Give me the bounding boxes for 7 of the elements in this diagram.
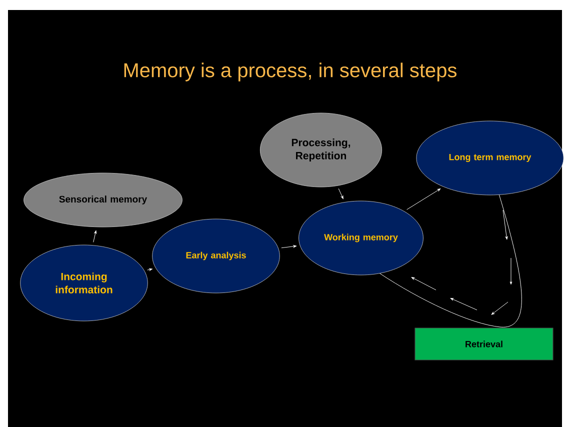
arrow	[338, 188, 344, 199]
arrow	[93, 230, 97, 242]
arrow	[281, 245, 296, 248]
arrow	[147, 268, 152, 271]
arrow	[406, 188, 441, 210]
slide-title: Memory is a process, in several steps	[124, 62, 456, 82]
retrieval-box: Retrieval	[414, 328, 554, 360]
